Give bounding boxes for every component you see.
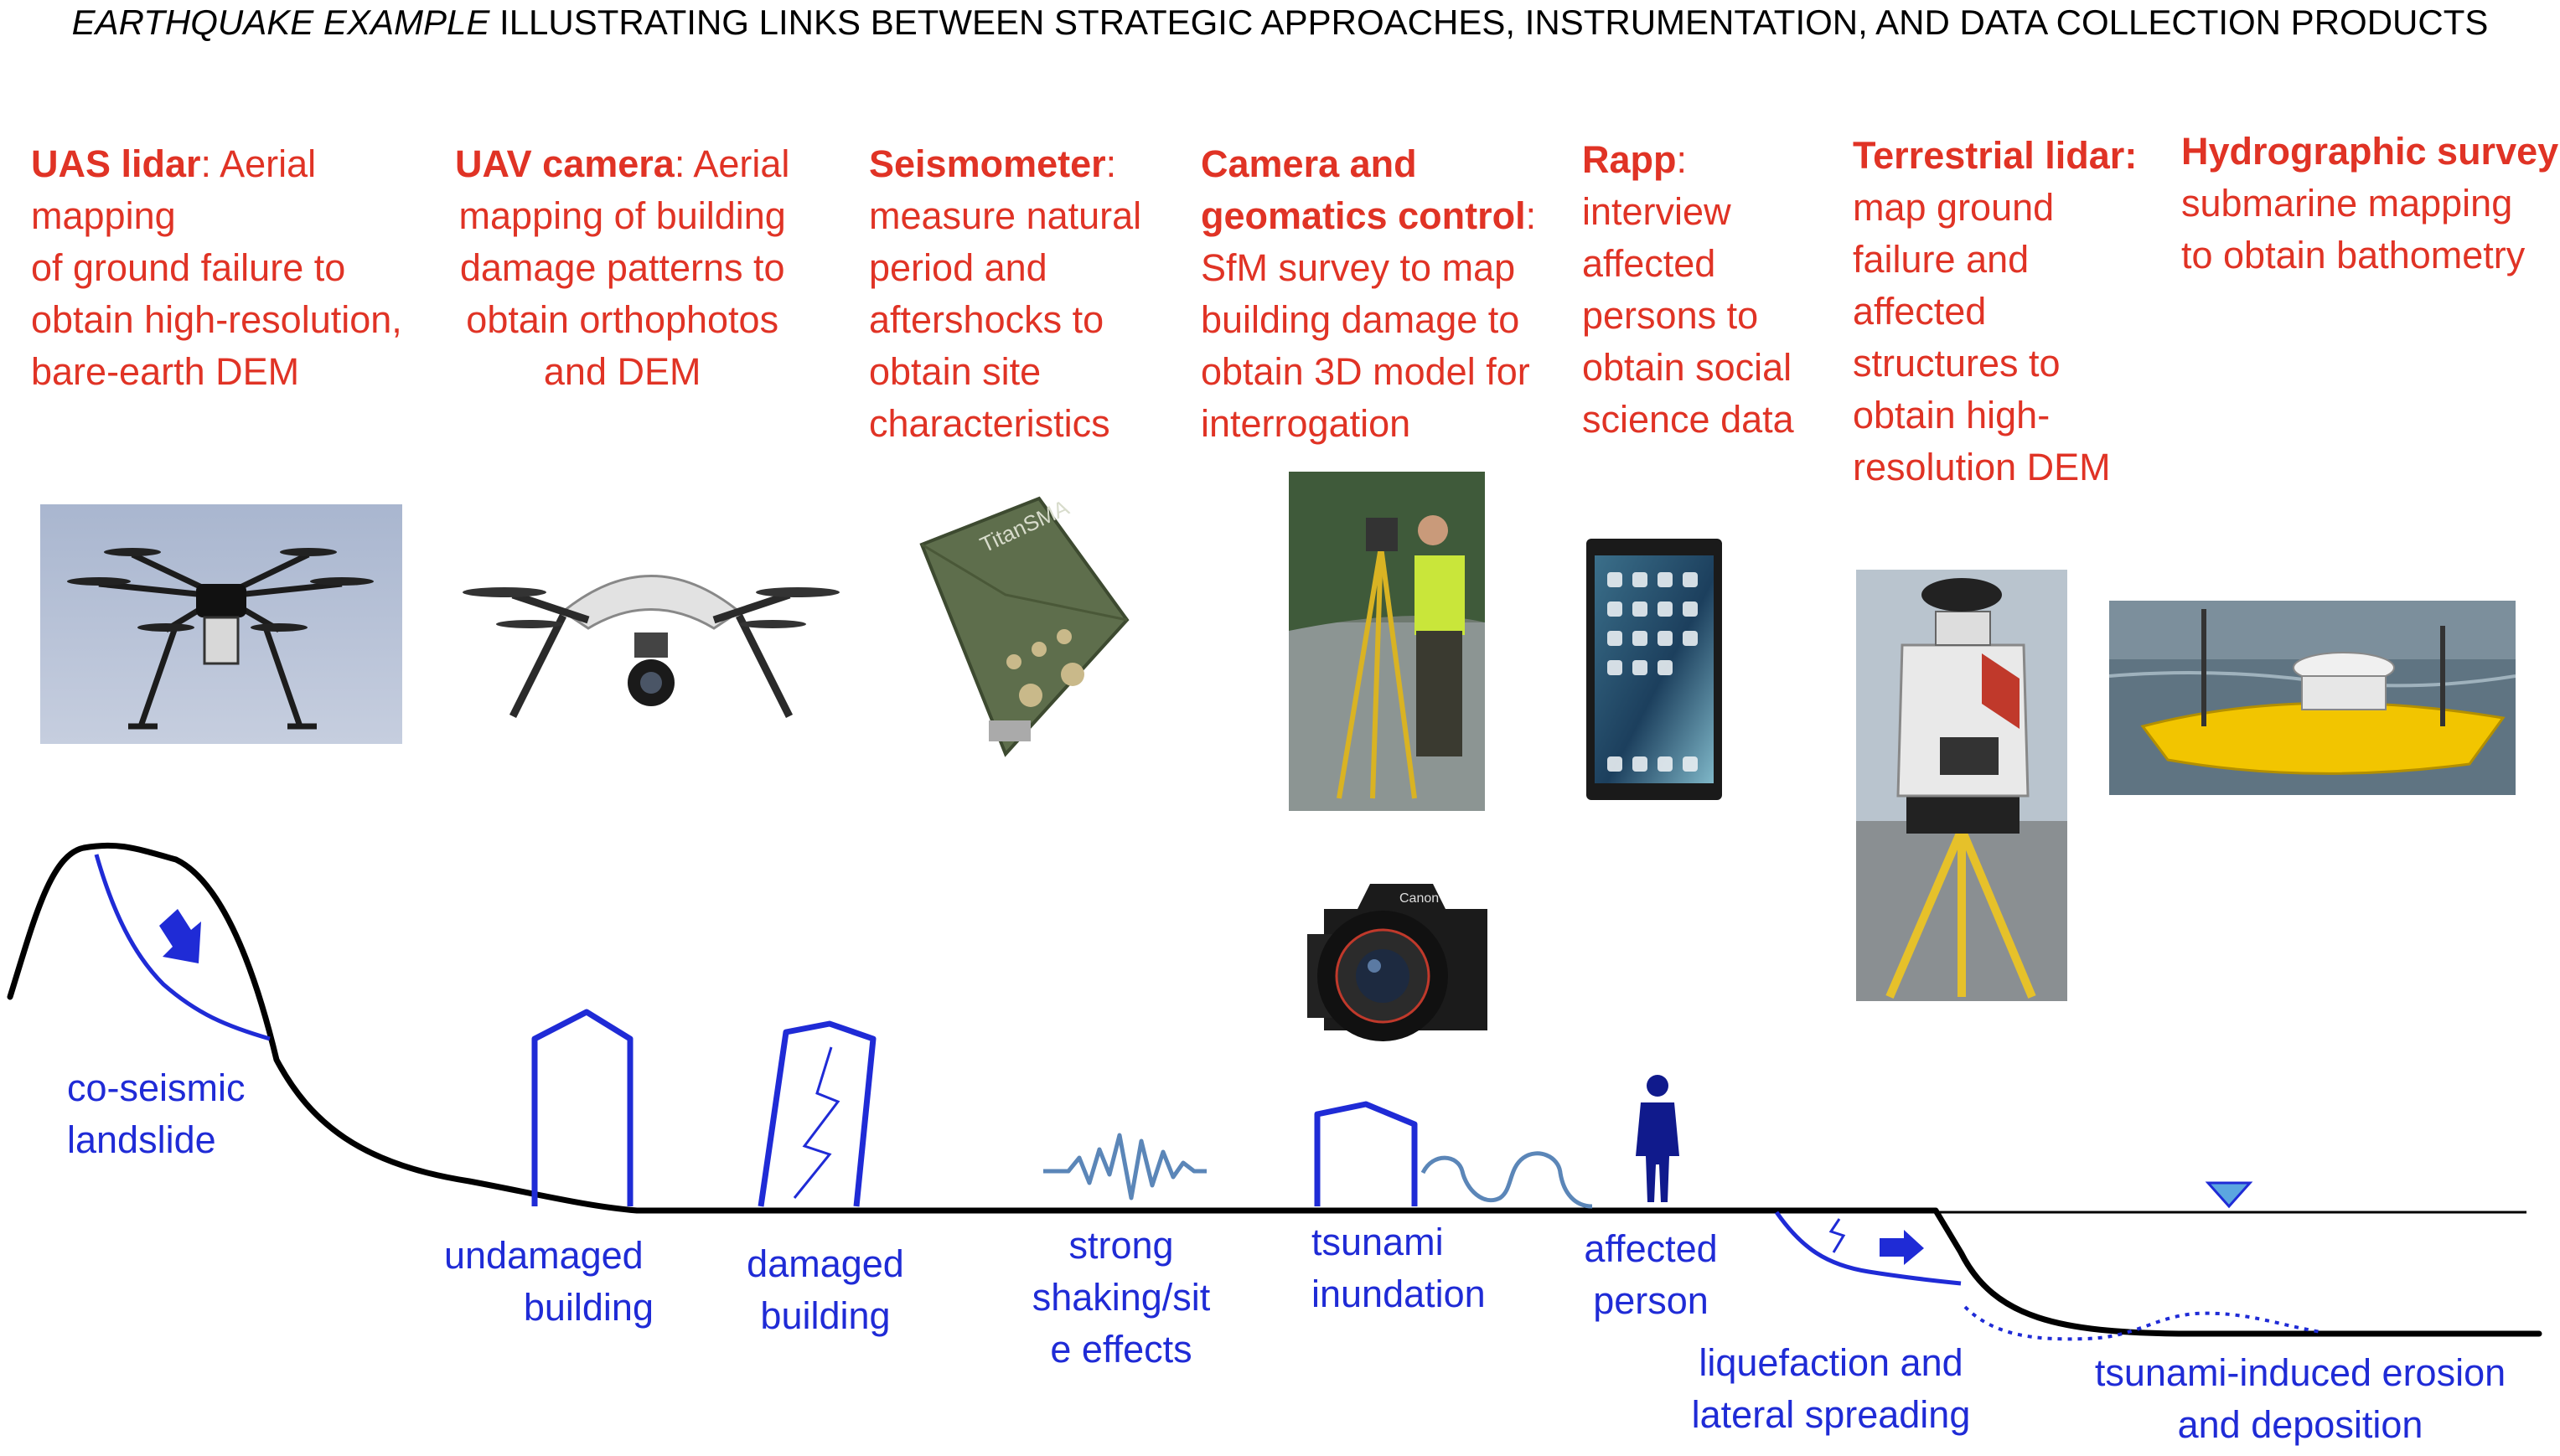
inst-line: map ground bbox=[1853, 186, 2055, 229]
ground-profile bbox=[7, 842, 2542, 1337]
inst-name: Seismometer bbox=[869, 142, 1106, 185]
label-line: building bbox=[523, 1286, 654, 1329]
inst-line: affected bbox=[1582, 242, 1716, 285]
inst-line: bare-earth DEM bbox=[31, 350, 300, 393]
title-rest: ILLUSTRATING LINKS BETWEEN STRATEGIC APP… bbox=[489, 3, 2489, 42]
label-line: inundation bbox=[1311, 1273, 1486, 1315]
inst-line: obtain 3D model for bbox=[1201, 350, 1530, 393]
inst-line: aftershocks to bbox=[869, 298, 1104, 341]
instrument-uas-lidar: UAS lidar: Aerial mapping of ground fail… bbox=[31, 138, 402, 398]
inst-name: UAS lidar bbox=[31, 142, 201, 185]
label-line: undamaged bbox=[444, 1234, 644, 1277]
inst-line: damage patterns to bbox=[459, 246, 785, 289]
inst-line: science data bbox=[1582, 398, 1794, 441]
instrument-seismometer: Seismometer: measure natural period and … bbox=[869, 138, 1141, 450]
landslide-arrow-icon bbox=[159, 909, 201, 963]
instrument-terrestrial-lidar: Terrestrial lidar: map ground failure an… bbox=[1853, 130, 2137, 493]
inst-line: to obtain bathometry bbox=[2181, 234, 2526, 276]
inst-line: failure and bbox=[1853, 238, 2030, 281]
label-liquefaction: liquefaction and lateral spreading bbox=[1676, 1337, 1986, 1441]
dslr-camera-photo: Canon bbox=[1290, 859, 1492, 1047]
inst-line: SfM survey to map bbox=[1201, 246, 1516, 289]
inst-name: Hydrographic survey: bbox=[2181, 130, 2560, 173]
inst-line: of ground failure to bbox=[31, 246, 346, 289]
liquefaction-crack bbox=[1828, 1218, 1846, 1253]
inst-line: mapping bbox=[31, 194, 176, 237]
inst-line: obtain high-resolution, bbox=[31, 298, 402, 341]
tsunami-building-icon bbox=[1314, 1101, 1418, 1206]
inst-line: obtain high- bbox=[1853, 394, 2051, 436]
label-tsunami-erosion: tsunami-induced erosion and deposition bbox=[2074, 1347, 2526, 1451]
landslide-slip-surface bbox=[94, 854, 271, 1041]
inst-line: persons to bbox=[1582, 294, 1759, 337]
inst-line: interrogation bbox=[1201, 402, 1411, 445]
inst-name: geomatics control bbox=[1201, 194, 1526, 237]
label-tsunami-inundation: tsunami inundation bbox=[1311, 1216, 1486, 1320]
label-line: person bbox=[1593, 1279, 1709, 1322]
inst-line: characteristics bbox=[869, 402, 1110, 445]
inst-line: and DEM bbox=[543, 350, 701, 393]
label-undamaged-building: undamaged building bbox=[444, 1230, 654, 1334]
inst-line: obtain social bbox=[1582, 346, 1792, 389]
svg-text:Canon: Canon bbox=[1399, 891, 1439, 906]
label-line: damaged bbox=[747, 1242, 904, 1285]
title-italic: EARTHQUAKE EXAMPLE bbox=[71, 3, 490, 42]
label-line: lateral spreading bbox=[1691, 1393, 1971, 1436]
inst-line: obtain site bbox=[869, 350, 1042, 393]
instrument-camera-geomatics: Camera and geomatics control: SfM survey… bbox=[1201, 138, 1536, 450]
instrument-rapp: Rapp: interview affected persons to obta… bbox=[1582, 134, 1794, 446]
inst-line: submarine mapping bbox=[2181, 182, 2513, 225]
hydrographic-boat-photo bbox=[2109, 601, 2516, 795]
inst-name: Camera and bbox=[1201, 142, 1417, 185]
liquefaction-slip-surface bbox=[1774, 1211, 1962, 1286]
label-line: e effects bbox=[1050, 1328, 1192, 1371]
instrument-hydrographic: Hydrographic survey: submarine mapping t… bbox=[2181, 126, 2560, 281]
inst-line: structures to bbox=[1853, 342, 2061, 385]
undamaged-building-icon bbox=[531, 1009, 634, 1206]
seismic-waveform-icon bbox=[1043, 1133, 1207, 1200]
building-crack bbox=[793, 1046, 840, 1199]
inst-name: UAV camera bbox=[455, 142, 675, 185]
inst-line: mapping of building bbox=[458, 194, 786, 237]
label-line: affected bbox=[1584, 1227, 1718, 1270]
tablet-photo bbox=[1586, 539, 1722, 800]
label-line: tsunami bbox=[1311, 1221, 1444, 1263]
label-affected-person: affected person bbox=[1567, 1223, 1735, 1327]
tsunami-wave-icon bbox=[1420, 1151, 1593, 1209]
label-line: liquefaction and bbox=[1699, 1341, 1963, 1384]
inst-line: building damage to bbox=[1201, 298, 1520, 341]
label-line: shaking/sit bbox=[1032, 1276, 1211, 1319]
inst-line: affected bbox=[1853, 290, 1987, 333]
label-line: strong bbox=[1068, 1224, 1174, 1267]
inst-line: resolution DEM bbox=[1853, 446, 2111, 488]
diagram-title: EARTHQUAKE EXAMPLE ILLUSTRATING LINKS BE… bbox=[0, 2, 2560, 44]
label-damaged-building: damaged building bbox=[737, 1238, 913, 1342]
terrestrial-lidar-photo bbox=[1856, 570, 2067, 1001]
label-strong-shaking: strong shaking/sit e effects bbox=[1021, 1220, 1222, 1376]
surveyor-photo bbox=[1289, 472, 1485, 811]
lateral-spread-arrow-icon bbox=[1880, 1230, 1924, 1265]
label-line: co-seismic bbox=[67, 1066, 246, 1109]
label-line: tsunami-induced erosion bbox=[2094, 1351, 2506, 1394]
inst-line: period and bbox=[869, 246, 1047, 289]
label-co-seismic-landslide: co-seismic landslide bbox=[67, 1062, 246, 1166]
water-level-icon bbox=[2205, 1181, 2253, 1209]
label-line: and deposition bbox=[2177, 1403, 2423, 1446]
inst-line: measure natural bbox=[869, 194, 1142, 237]
inst-line: interview bbox=[1582, 190, 1731, 233]
label-line: building bbox=[760, 1294, 891, 1337]
inst-line: obtain orthophotos bbox=[466, 298, 779, 341]
instrument-uav-camera: UAV camera: Aerial mapping of building d… bbox=[455, 138, 789, 398]
seismometer-photo: TitanSMA bbox=[905, 494, 1135, 762]
person-icon bbox=[1636, 1075, 1679, 1202]
damaged-building-icon bbox=[758, 1020, 877, 1207]
drone-quadcopter-photo bbox=[463, 524, 840, 729]
drone-octocopter-photo bbox=[40, 504, 402, 744]
label-line: landslide bbox=[67, 1118, 216, 1161]
inst-name: Terrestrial lidar: bbox=[1853, 134, 2138, 177]
inst-name: Rapp bbox=[1582, 138, 1677, 181]
